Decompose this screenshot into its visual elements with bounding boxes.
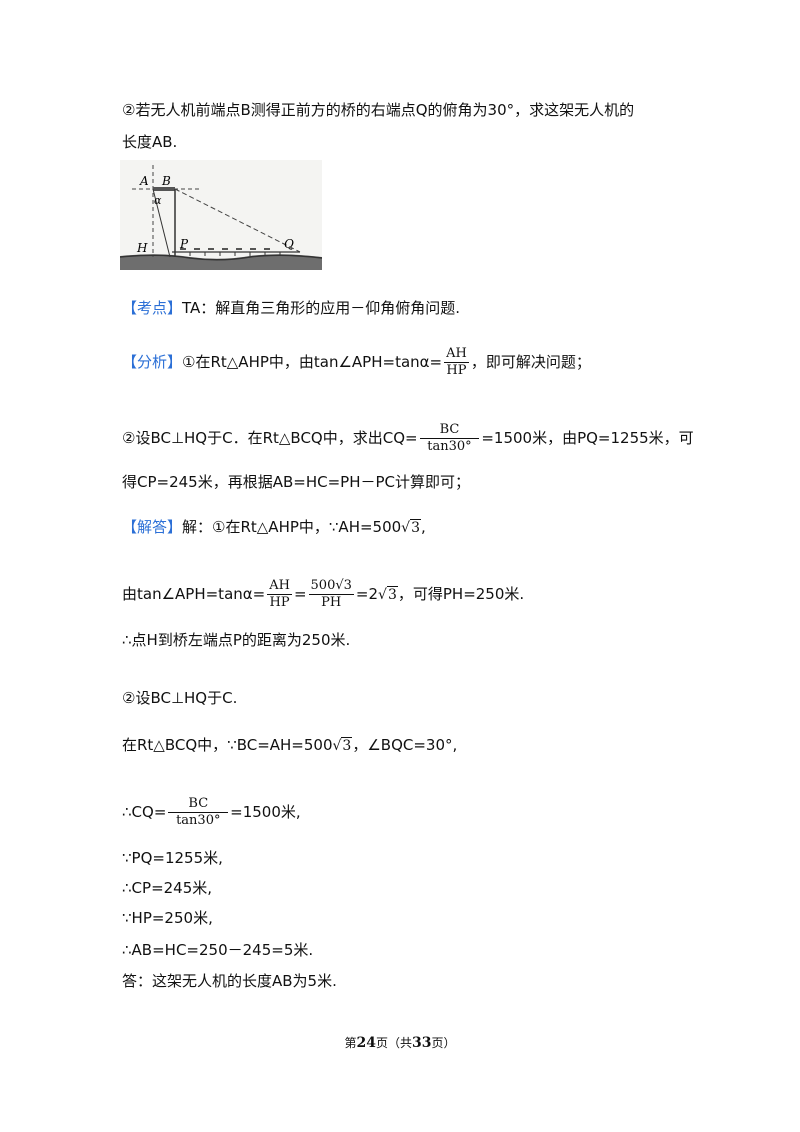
line-BQ (174, 188, 301, 253)
label-alpha: α (154, 194, 162, 207)
fenxi2-pre: ②设BC⊥HQ于C．在Rt△BCQ中，求出CQ= (122, 429, 418, 447)
solution-line-4: ②设BC⊥HQ于C. (122, 689, 238, 707)
sqrt-radicand: 3 (341, 737, 353, 754)
jieda-pre: 解：①在Rt△AHP中，∵AH=500 (182, 518, 402, 536)
solution-line-3: ∴点H到桥左端点P的距离为250米. (122, 631, 351, 649)
fraction-denominator: HP (269, 595, 290, 610)
label-Q: Q (284, 237, 294, 251)
sol2-post: ，可得PH=250米. (397, 585, 525, 603)
problem-line-1: ②若无人机前端点B测得正前方的桥的右端点Q的俯角为30°，求这架无人机的 (122, 101, 635, 119)
ground (120, 254, 322, 270)
fraction-numerator: 500√3 (308, 578, 354, 595)
fenxi-pre: ①在Rt△AHP中，由tan∠APH=tanα= (182, 353, 443, 371)
fraction-denominator: PH (321, 595, 342, 610)
drone-bridge-figure: A B α H P Q (119, 160, 323, 270)
solution-line-5: 在Rt△BCQ中，∵BC=AH=500√3，∠BQC=30°, (122, 735, 457, 756)
fraction-numerator: AH (444, 346, 469, 363)
bridge-supports (174, 252, 281, 256)
figure-svg: A B α H P Q (119, 160, 323, 270)
sqrt-expression: √3 (401, 519, 422, 536)
fraction-numerator: AH (267, 578, 292, 595)
kaodian-tag: 【考点】 (122, 299, 183, 317)
page-number: 24 (356, 1035, 376, 1051)
fraction-denominator: tan30° (427, 439, 472, 454)
page-footer: 第24页（共33页） (0, 1034, 800, 1051)
ground-line (119, 254, 323, 261)
footer-post: 页） (431, 1036, 456, 1050)
sol2-eq: = (293, 585, 307, 603)
sqrt-radicand: 3 (386, 586, 398, 603)
sol6-post: =1500米, (230, 803, 301, 821)
label-B: B (161, 174, 171, 188)
fraction-numerator: BC (419, 422, 480, 439)
sol5-pre: 在Rt△BCQ中，∵BC=AH=500 (122, 736, 333, 754)
fenxi-post: ，即可解决问题； (470, 353, 591, 371)
jieda-post: , (421, 518, 426, 536)
footer-mid: 页（共 (375, 1036, 412, 1050)
sqrt-expression: √3 (378, 586, 398, 603)
drone-body (153, 187, 175, 191)
jieda-tag: 【解答】 (122, 518, 183, 536)
page-total: 33 (412, 1035, 432, 1051)
answer-line: 答：这架无人机的长度AB为5米. (122, 972, 337, 990)
sol2-mid: =2 (355, 585, 379, 603)
sqrt-expression: √3 (332, 737, 353, 754)
label-H: H (136, 241, 148, 255)
label-P: P (179, 237, 189, 251)
solution-line-8: ∴CP=245米, (122, 879, 213, 897)
fraction-denominator: tan30° (176, 813, 221, 828)
fenxi-tag: 【分析】 (122, 353, 183, 371)
fraction-denominator: HP (446, 363, 467, 378)
fenxi2-post: =1500米，由PQ=1255米，可 (481, 429, 694, 447)
solution-line-9: ∵HP=250米, (122, 909, 213, 927)
footer-pre: 第 (344, 1036, 357, 1050)
kaodian-line: 【考点】TA：解直角三角形的应用－仰角俯角问题. (122, 298, 460, 318)
sol2-pre: 由tan∠APH=tanα= (122, 585, 266, 603)
label-A: A (139, 174, 149, 188)
solution-line-7: ∵PQ=1255米, (122, 849, 223, 867)
jieda-line: 【解答】解：①在Rt△AHP中，∵AH=500√3, (122, 517, 426, 538)
solution-line-10: ∴AB=HC=250－245=5米. (122, 941, 314, 959)
figure-background (120, 160, 322, 270)
fraction-numerator: BC (168, 796, 229, 813)
line-AP (152, 188, 171, 258)
sol6-pre: ∴CQ= (122, 803, 167, 821)
sqrt-radicand: 3 (410, 519, 422, 536)
sol5-post: ，∠BQC=30°, (352, 736, 458, 754)
problem-line-2: 长度AB. (122, 133, 178, 151)
fenxi-line-3: 得CP=245米，再根据AB=HC=PH－PC计算即可； (122, 473, 471, 491)
kaodian-text: TA：解直角三角形的应用－仰角俯角问题. (182, 299, 461, 317)
